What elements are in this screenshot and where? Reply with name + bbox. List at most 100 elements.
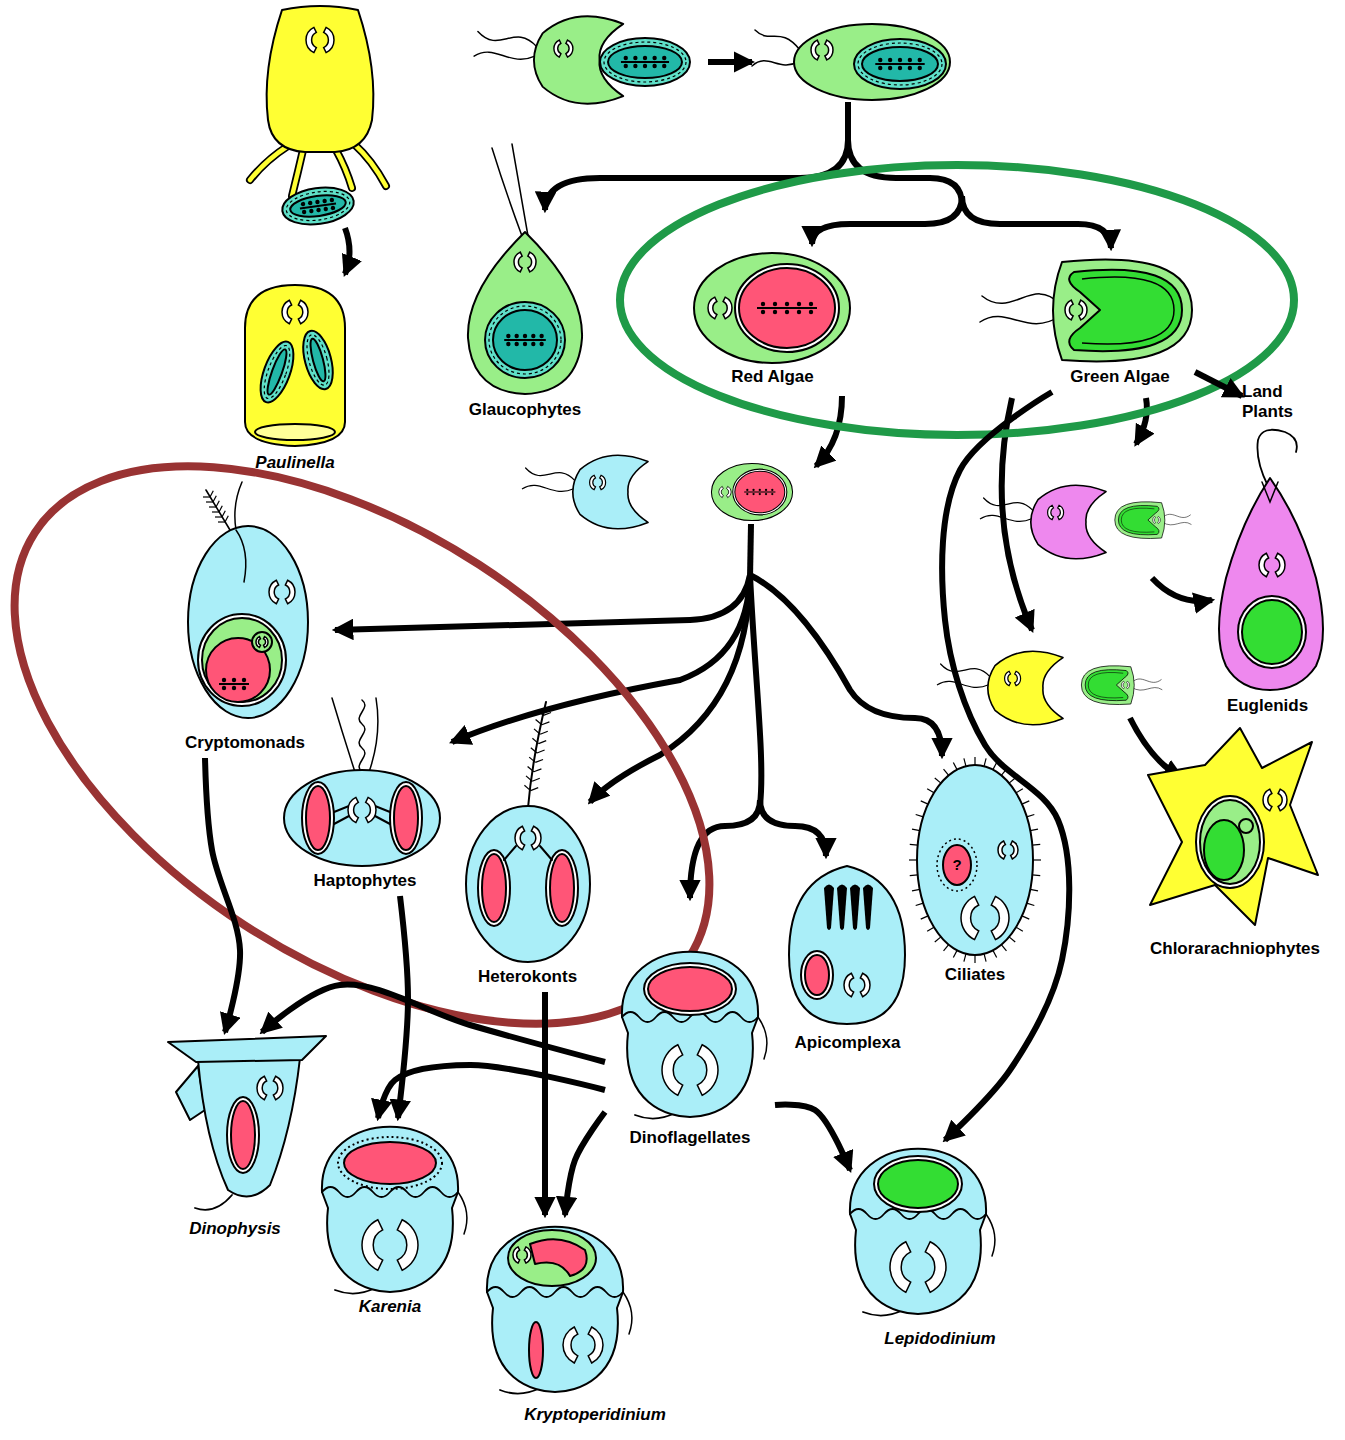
periplastid-membrane	[1196, 796, 1264, 888]
cilium	[1016, 789, 1023, 793]
plastid-remnant	[943, 845, 971, 885]
phycobilisome	[643, 56, 647, 60]
cyanobacterium-cytoplasm	[493, 310, 557, 370]
phycobilisome	[662, 64, 666, 68]
cilium	[1030, 829, 1038, 831]
mastigoneme	[537, 710, 543, 715]
cilium	[909, 859, 917, 860]
cilium	[1027, 814, 1035, 816]
mastigoneme	[543, 712, 551, 715]
organism-drawing	[455, 225, 595, 425]
phycobilisome	[761, 310, 765, 314]
organism-label: Dinoflagellates	[630, 1128, 751, 1148]
remnant-membrane	[937, 839, 977, 891]
organism-label: Kryptoperidinium	[524, 1405, 666, 1425]
flagellum	[980, 316, 1060, 324]
nucleus-envelope	[727, 486, 732, 497]
label-stack: Ciliates	[910, 965, 1040, 985]
cell-collar	[168, 1036, 326, 1062]
phycobilisome	[918, 66, 922, 70]
cilium	[1027, 903, 1035, 905]
cyanobacterium-wall	[280, 183, 356, 229]
nucleus-envelope	[1153, 516, 1156, 523]
phycobilisome	[624, 56, 628, 60]
group-outline	[620, 165, 1294, 435]
nucleus-envelope	[723, 297, 732, 319]
thylakoid	[504, 339, 546, 341]
cilium	[921, 916, 928, 919]
cilium	[953, 950, 957, 957]
phycobilisome	[752, 489, 754, 491]
arrow	[545, 140, 848, 210]
cilium	[964, 954, 966, 962]
flagellum	[478, 31, 537, 46]
arrow	[816, 396, 842, 466]
nucleomorph	[252, 632, 272, 652]
phycobilisome	[316, 207, 321, 212]
organism-drawing	[460, 798, 595, 992]
algal-cell	[694, 253, 850, 363]
cilium	[974, 955, 975, 963]
phycobilisome	[323, 206, 328, 211]
arrow	[345, 228, 350, 274]
phycobilisome	[222, 686, 226, 690]
arrow	[812, 196, 962, 244]
organism-label: Karenia	[359, 1297, 421, 1317]
organism-node: Haptophytes	[285, 766, 445, 896]
cilium	[1022, 801, 1029, 804]
nucleus-envelope	[825, 40, 833, 60]
flagellum	[504, 846, 516, 860]
mastigoneme	[531, 748, 537, 753]
arrow	[335, 575, 750, 630]
chloroplast-membrane	[1121, 508, 1154, 532]
organism-label: Haptophytes	[314, 871, 417, 891]
host-body	[1031, 485, 1106, 559]
nucleus-envelope	[998, 841, 1005, 859]
thylakoid	[757, 307, 817, 309]
nucleus-envelope	[306, 27, 316, 52]
mastigoneme	[532, 778, 540, 781]
nucleus-envelope	[257, 1076, 267, 1099]
cilium	[1001, 945, 1006, 951]
phycobilisome	[222, 678, 226, 682]
phycobilisome	[514, 334, 518, 338]
phycobilisome	[908, 66, 912, 70]
flagellum	[941, 664, 991, 677]
phycobilisome	[652, 64, 656, 68]
nucleus-envelope	[362, 1220, 383, 1270]
flagellum	[369, 698, 378, 772]
mastigoneme	[213, 496, 216, 502]
label-stack: Chlorarachniophytes	[1140, 939, 1330, 959]
phycobilisome	[785, 310, 789, 314]
phycobilisome	[643, 64, 647, 68]
cilium	[916, 903, 924, 905]
plastid-membrane	[1238, 596, 1306, 668]
phycobilisome	[232, 678, 236, 682]
lineage-arrow	[1195, 372, 1242, 396]
periplastid-space	[202, 618, 282, 702]
dinoflagellate-cell	[622, 952, 758, 1117]
cyanobacterium-wall	[854, 39, 946, 89]
phycobilisome	[523, 342, 527, 346]
organism-drawing	[230, 280, 360, 478]
lineage-arrow	[942, 392, 1069, 1140]
organism-node: Red Algae	[690, 248, 855, 392]
organism-node: Paulinella	[230, 280, 360, 478]
cilium	[921, 801, 928, 804]
cyanobacterium	[254, 337, 300, 406]
chlorarachniophyte-cell	[1148, 728, 1318, 925]
phycobilisome	[797, 310, 801, 314]
host-cell	[794, 24, 950, 100]
phycobilisome	[662, 56, 666, 60]
flagellum	[1132, 679, 1162, 683]
label-stack: Paulinella	[230, 453, 360, 473]
nucleus-envelope	[513, 1247, 520, 1263]
organism-drawing	[500, 1215, 690, 1430]
nucleus-envelope	[991, 896, 1009, 939]
heterokont-cell	[466, 806, 590, 962]
mastigoneme	[209, 506, 216, 507]
algal-cell	[1053, 259, 1192, 361]
label-stack: Dinoflagellates	[605, 1128, 775, 1148]
phycobilisome	[633, 56, 637, 60]
mastigoneme	[531, 788, 539, 791]
